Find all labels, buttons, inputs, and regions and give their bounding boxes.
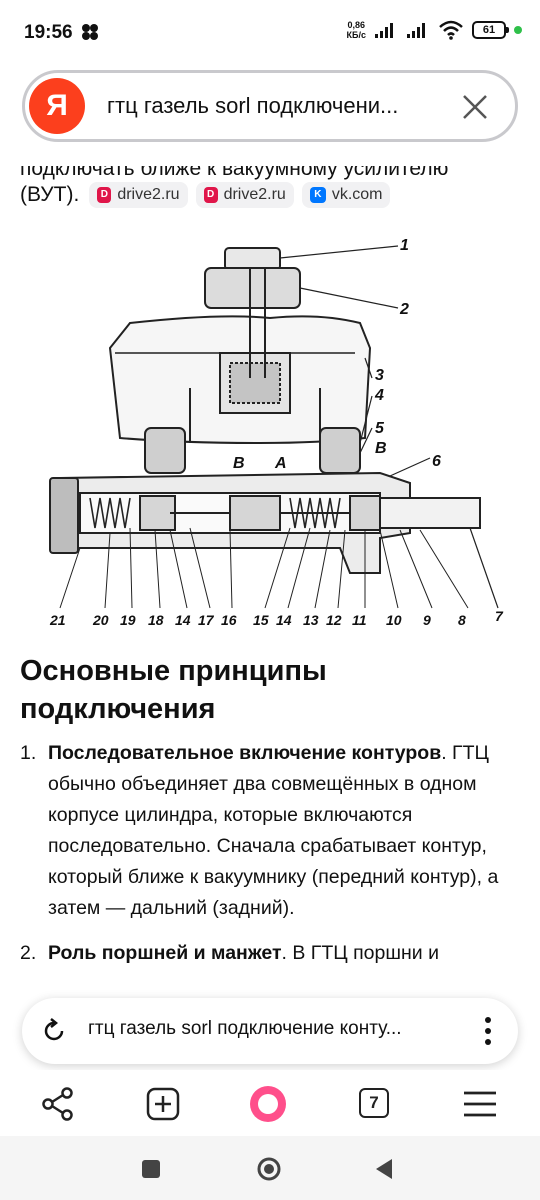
close-icon[interactable] <box>461 93 489 121</box>
search-query-text[interactable]: гтц газель sorl подключени... <box>107 93 399 118</box>
source-chip[interactable]: K vk.com <box>301 182 391 208</box>
query-bar[interactable]: гтц газель sorl подключение конту... <box>22 998 518 1064</box>
drive2-icon: D <box>203 187 218 203</box>
share-icon[interactable] <box>38 1084 78 1124</box>
browser-toolbar: 7 <box>0 1070 540 1136</box>
diagram-callout: 14 <box>175 612 191 628</box>
diagram-callout: 20 <box>92 612 109 628</box>
list-item-text: . В ГТЦ поршни и <box>281 942 439 964</box>
diagram-callout: А <box>274 455 287 472</box>
diagram-callout: 6 <box>432 453 441 470</box>
diagram-callout: 14 <box>276 612 292 628</box>
diagram-callout: 21 <box>49 612 66 628</box>
tabs-button[interactable]: 7 <box>355 1084 395 1124</box>
list-item: 2. Роль поршней и манжет. В ГТЦ поршни и <box>20 942 439 964</box>
vk-icon: K <box>309 187 326 203</box>
diagram-callout: 15 <box>253 612 269 628</box>
alice-icon[interactable] <box>248 1084 288 1124</box>
status-time: 19:56 <box>24 22 73 43</box>
source-chip[interactable]: D drive2.ru <box>195 182 294 208</box>
diagram-callout: 18 <box>148 612 164 628</box>
diagram-callout: 3 <box>375 367 384 384</box>
diagram-callout: 13 <box>303 612 319 628</box>
diagram-callout: 10 <box>386 612 402 628</box>
search-header: Я гтц газель sorl подключени... <box>0 64 540 148</box>
diagram-callout: В <box>233 455 245 472</box>
query-text[interactable]: гтц газель sorl подключение конту... <box>88 1018 402 1039</box>
status-bar: 19:56 0,86 КБ/с 61 <box>0 0 540 64</box>
diagram-callout: 16 <box>221 612 237 628</box>
principles-list: 1. Последовательное включение контуров. … <box>20 738 525 983</box>
drive2-icon: D <box>97 187 112 203</box>
diagram-callout: 2 <box>399 301 409 318</box>
diagram-callout: 5 <box>375 420 385 437</box>
search-box[interactable]: Я гтц газель sorl подключени... <box>22 70 518 142</box>
diagram-callout: 12 <box>326 612 342 628</box>
tabs-count: 7 <box>359 1088 389 1118</box>
section-title: Основные принципы подключения <box>20 655 327 725</box>
diagram-callout: 7 <box>495 608 504 624</box>
list-item-text: . ГТЦ обычно объединяет два совмещённых … <box>48 742 499 919</box>
diagram-callout: 1 <box>400 237 409 254</box>
menu-icon[interactable] <box>460 1084 500 1124</box>
source-row: (ВУТ). D drive2.ru D drive2.ru K vk.com <box>20 182 391 208</box>
status-indicators: 0,86 КБ/с 61 <box>347 20 522 40</box>
answer-text-fragment: подключать ближе к вакуумному усилителю <box>20 157 449 180</box>
diagram-callout: 11 <box>352 612 367 628</box>
list-item-heading: Роль поршней и манжет <box>48 942 282 964</box>
answer-text-fragment: (ВУТ). <box>20 183 80 206</box>
home-icon[interactable] <box>256 1156 282 1182</box>
refresh-icon[interactable] <box>40 1017 68 1045</box>
network-speed: 0,86 КБ/с <box>346 20 366 40</box>
answer-content: подключать ближе к вакуумному усилителю … <box>0 148 540 988</box>
privacy-indicator <box>514 26 522 34</box>
more-vertical-icon[interactable] <box>484 1016 492 1046</box>
list-item: 1. Последовательное включение контуров. … <box>20 742 499 919</box>
master-cylinder-diagram[interactable]: 1 2 3 4 5 В 6 В А 21 20 19 18 14 17 16 1… <box>20 228 520 628</box>
diagram-callout: 9 <box>423 612 431 628</box>
signal-icon <box>375 23 393 38</box>
system-nav-bar <box>0 1136 540 1200</box>
diagram-callout: 4 <box>374 387 384 404</box>
wifi-icon <box>439 20 463 40</box>
back-icon[interactable] <box>372 1156 398 1182</box>
source-chip[interactable]: D drive2.ru <box>89 182 188 208</box>
recents-icon[interactable] <box>138 1156 164 1182</box>
new-tab-icon[interactable] <box>143 1084 183 1124</box>
diagram-callout: В <box>375 440 387 457</box>
yandex-logo[interactable]: Я <box>29 78 85 134</box>
diagram-callout: 8 <box>458 612 466 628</box>
diagram-callout: 19 <box>120 612 136 628</box>
app-notification-icon <box>82 24 98 40</box>
signal-icon <box>407 23 425 38</box>
battery-icon: 61 <box>472 21 509 39</box>
diagram-callout: 17 <box>198 612 215 628</box>
list-item-heading: Последовательное включение контуров <box>48 742 442 764</box>
